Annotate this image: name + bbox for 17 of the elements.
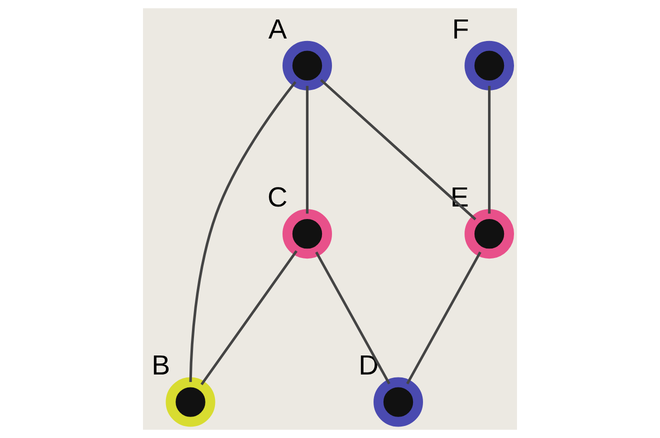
node-circle: [282, 40, 332, 90]
connector: [306, 86, 309, 214]
node-circle: [374, 377, 423, 427]
node-label: A: [268, 13, 287, 44]
connector: [488, 86, 491, 214]
connector: [315, 252, 390, 384]
connector: [200, 250, 298, 386]
node-label: F: [452, 13, 470, 44]
node-circle: [282, 209, 332, 259]
connector: [189, 81, 296, 382]
node-circle: [464, 40, 514, 90]
connector: [406, 252, 482, 384]
node-circle: [464, 209, 514, 259]
node-circle: [166, 377, 216, 427]
connector: [320, 79, 476, 220]
node-label: B: [152, 350, 170, 381]
node-label: C: [268, 182, 288, 213]
